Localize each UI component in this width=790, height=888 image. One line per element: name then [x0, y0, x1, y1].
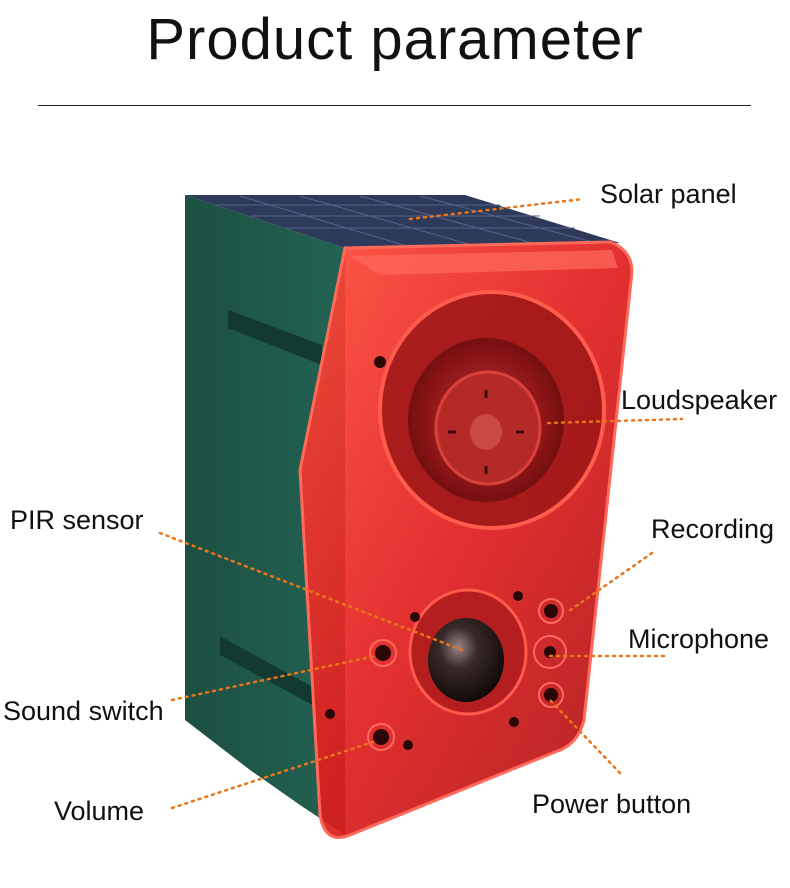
label-pir-sensor: PIR sensor: [10, 505, 144, 535]
leader-loudspeaker: [546, 417, 684, 425]
label-volume: Volume: [54, 796, 145, 826]
label-recording: Recording: [651, 514, 775, 544]
driver-ticks: [448, 390, 524, 474]
label-loudspeaker: Loudspeaker: [621, 385, 778, 415]
leader-sound-switch: [170, 654, 377, 702]
leader-recording: [567, 551, 654, 613]
leader-power: [548, 698, 622, 775]
leader-lines: [158, 197, 684, 810]
page-title: Product parameter: [146, 7, 644, 72]
solar-grid: [215, 195, 601, 248]
title-divider: [38, 105, 751, 106]
label-microphone: Microphone: [628, 624, 770, 654]
cover-rim: [298, 240, 634, 839]
cover-top-edge: [350, 250, 618, 275]
leader-pir: [158, 531, 464, 652]
horn-rim: [378, 290, 606, 530]
pir-lens: [428, 618, 504, 702]
housing-slot-top: [228, 310, 322, 365]
label-sound-switch: Sound switch: [3, 696, 164, 726]
driver-center: [470, 414, 502, 450]
button-rings: [367, 598, 567, 751]
leader-solar: [408, 197, 585, 221]
housing-slot-bottom: [220, 636, 318, 708]
control-dots: [325, 356, 558, 750]
label-power-button: Power button: [532, 789, 692, 819]
label-solar-panel: Solar panel: [600, 179, 737, 209]
solar-panel-graphic: [185, 195, 620, 248]
leader-volume: [170, 740, 375, 810]
